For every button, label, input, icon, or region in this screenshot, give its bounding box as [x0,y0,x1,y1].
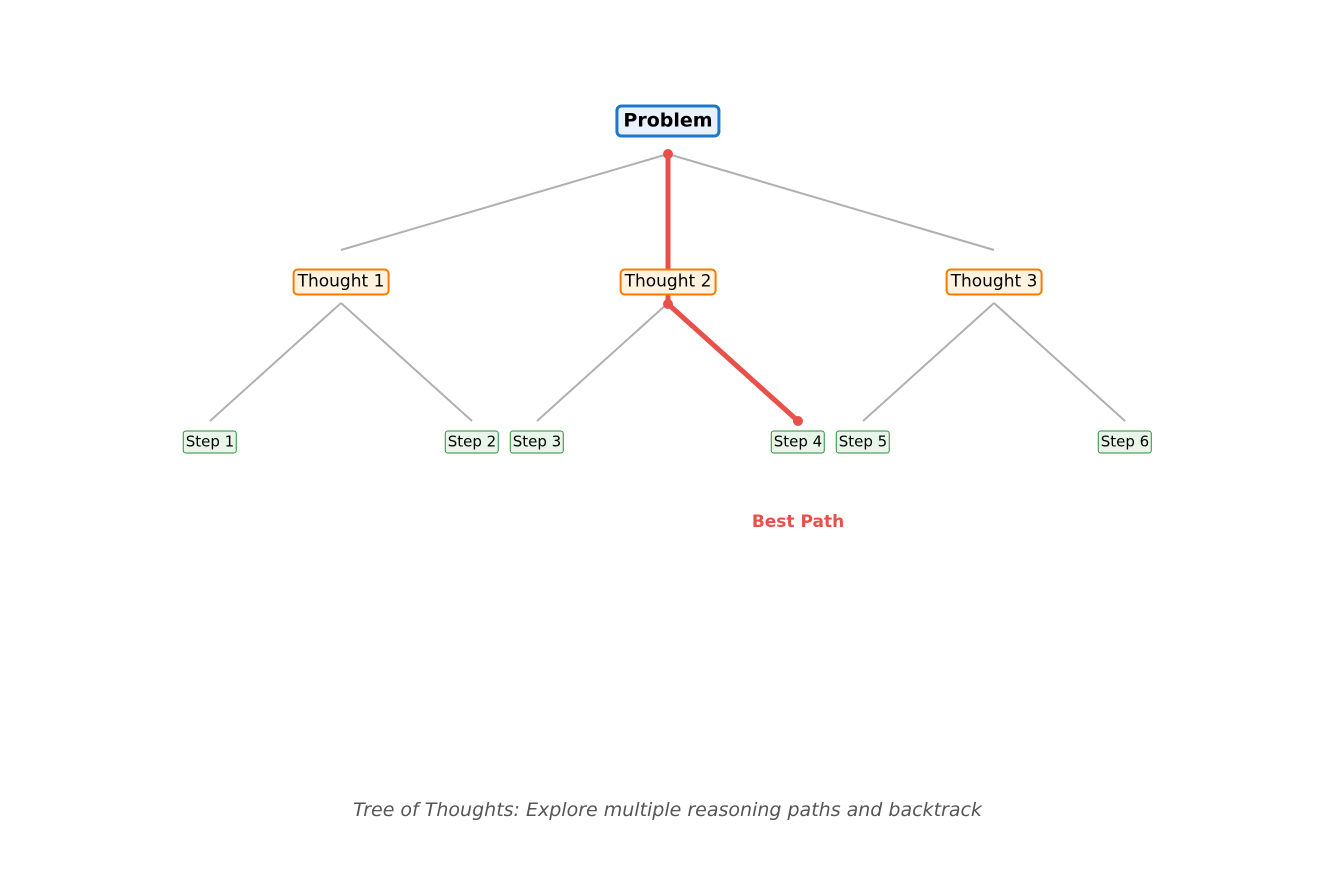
step-node-6: Step 6 [1097,430,1153,454]
best-path-point-step-4 [793,416,803,426]
thought-node-3: Thought 3 [945,268,1043,296]
best-path-point-thought-2 [663,299,673,309]
edge-thought-2-step-3 [536,302,669,422]
step-node-3: Step 3 [509,430,565,454]
edge-thought-1-step-2 [340,302,473,422]
step-node-5: Step 5 [835,430,891,454]
step-node-2: Step 2 [444,430,500,454]
step-node-4: Step 4 [770,430,826,454]
thought-node-1: Thought 1 [292,268,390,296]
edge-thought-1-step-1 [209,302,342,422]
best-path-label: Best Path [751,512,845,532]
step-node-1: Step 1 [182,430,238,454]
edge-thought-3-step-5 [862,302,995,422]
edge-problem-thought-3 [667,153,995,251]
problem-node: Problem [615,104,721,138]
best-path-point-problem [663,149,673,159]
edge-thought-3-step-6 [993,302,1126,422]
thought-node-2: Thought 2 [619,268,717,296]
edge-problem-thought-1 [340,153,669,251]
diagram-caption: Tree of Thoughts: Explore multiple reaso… [353,799,982,821]
